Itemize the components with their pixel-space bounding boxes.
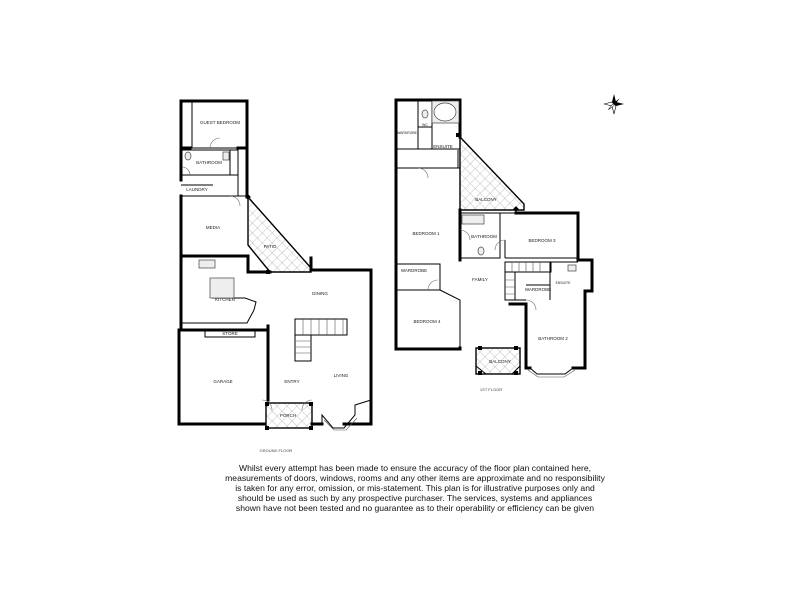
wardrobe-left-walls [396,263,441,291]
toilet-bathroom-1f [477,246,485,256]
wardrobe-top-walls [396,100,460,150]
room-label-bedroom-1: BEDROOM 1 [412,231,440,236]
kitchen-island [209,277,235,299]
room-label-ensuite-top: ENSUITE [433,144,453,149]
spa-bath [431,100,460,124]
guest-bedroom-wall [191,101,247,149]
room-label-bedroom-3: BEDROOM 3 [528,238,556,243]
disclaimer-text: Whilst every attempt has been made to en… [225,463,605,513]
laundry-walls [181,184,247,197]
balcony-bottom-area [475,347,521,375]
room-label-wc: WC [422,123,428,127]
room-label-bedroom-4: BEDROOM 4 [413,319,441,324]
room-label-wardrobe-right: WARDROBE [525,287,551,292]
room-label-entry: ENTRY [284,379,299,384]
room-label-porch: PORCH [280,413,296,418]
patio-area [247,195,312,273]
room-label-family: FAMILY [472,277,488,282]
room-label-ensuite-right: ENSUITE [556,281,571,285]
first-floor-outer-wall [394,98,594,370]
basin-ground [222,151,230,161]
staircase-1f [504,261,552,301]
ground-floor-plan: GUEST BEDROOM BATHROOM LAUNDRY MEDIA PAT… [177,99,373,453]
ground-floor-label: GROUND FLOOR [260,448,293,453]
room-label-bathroom: BATHROOM [196,160,222,165]
room-label-balcony-top: BALCONY [475,197,497,202]
living-bay-window [321,399,372,429]
toilet-ground [184,151,192,161]
room-label-balcony-bottom: BALCONY [489,359,511,364]
bathroom-walls-1f [460,212,516,259]
kitchen-bench [181,297,257,324]
cooktop [198,259,216,269]
balcony-top-area [459,135,525,211]
bath-1f [461,214,485,225]
room-label-garage: GARAGE [213,379,232,384]
room-label-wardrobe-left: WARDROBE [401,268,427,273]
room-label-wardrobe-top: WARDROBE [397,131,418,135]
room-label-laundry: LAUNDRY [186,187,207,192]
first-floor-plan: WARDROBE WC ENSUITE BALCONY BEDROOM 1 BA… [394,98,594,392]
garage-wall [179,324,270,402]
room-label-guest-bedroom: GUEST BEDROOM [200,120,240,125]
toilet-wc [421,109,429,119]
balcony-bottom-bay [475,348,521,375]
porch-area [265,402,313,429]
room-label-kitchen: KITCHEN [215,297,235,302]
bathroom-walls [181,148,239,196]
basin-ensuite-right [567,264,577,272]
bathroom-2-bay-window [529,367,574,375]
ground-floor-outer-wall [177,99,373,426]
compass-icon [603,94,624,115]
staircase [294,318,348,362]
bedroom-3-walls [504,240,578,259]
room-label-patio: PATIO [264,244,277,249]
room-label-bathroom-1f: BATHROOM [471,234,497,239]
room-label-dining: DINING [312,291,328,296]
room-label-bathroom-2: BATHROOM 2 [538,336,568,341]
bedroom-1-wall [396,150,460,169]
ensuite-right-walls [526,261,578,300]
room-label-store: STORE [222,331,237,336]
first-floor-label: 1ST FLOOR [480,387,502,392]
room-label-media: MEDIA [206,225,220,230]
room-label-living: LIVING [334,373,349,378]
